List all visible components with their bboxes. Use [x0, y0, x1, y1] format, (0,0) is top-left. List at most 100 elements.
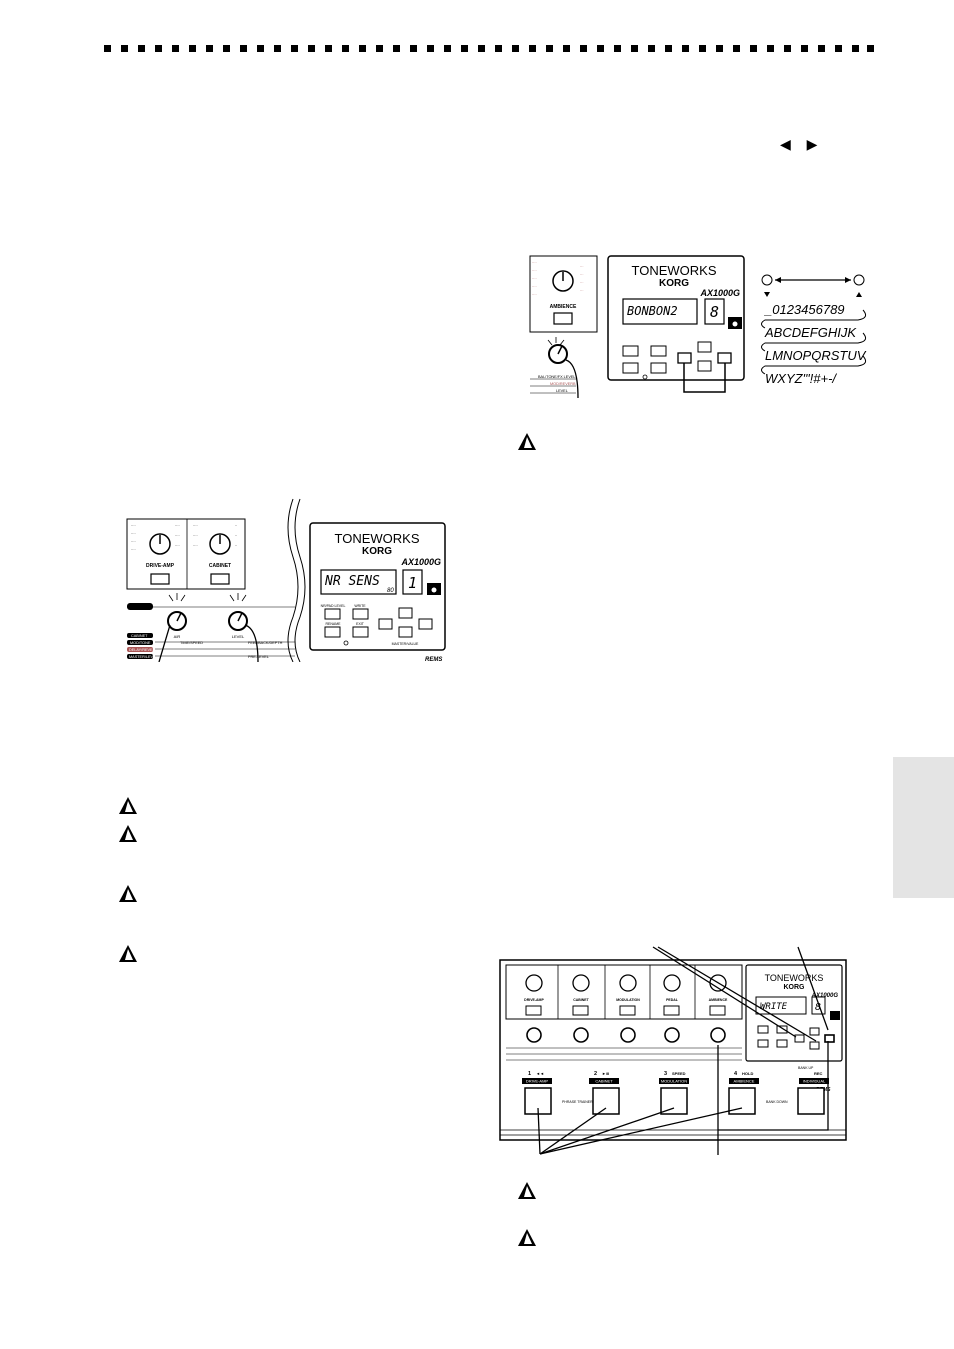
- cursor-right-button-2[interactable]: [717, 352, 732, 364]
- rename-button-3[interactable]: [757, 1039, 769, 1048]
- caution-icon: [518, 433, 536, 450]
- pedal-1-num: 1: [528, 1071, 531, 1077]
- cursor-left-button-2[interactable]: [677, 352, 692, 364]
- svg-text:··: ··: [235, 524, 237, 528]
- svg-text:··: ··: [235, 544, 237, 548]
- rename-button-2[interactable]: [622, 362, 639, 374]
- exit-button[interactable]: [352, 626, 369, 638]
- lcd-bank-digit: 1: [408, 574, 417, 592]
- exit-button-3[interactable]: [776, 1039, 788, 1048]
- svg-text:···: ···: [580, 265, 584, 269]
- cursor-right-button[interactable]: [418, 618, 433, 630]
- caution-icon: [119, 825, 137, 842]
- toneworks-logo-2: TONEWORKS: [632, 263, 717, 278]
- korg-logo-2: KORG: [659, 278, 689, 289]
- lcd-bank-digit-3: 8: [815, 1002, 821, 1013]
- svg-text:····: ····: [532, 285, 537, 289]
- lcd-value: 80: [387, 588, 394, 594]
- footswitch-5[interactable]: [797, 1087, 825, 1115]
- btn-label-rename: RENAME: [326, 622, 342, 626]
- ambience-button[interactable]: [553, 312, 573, 325]
- ambience-label: AMBIENCE: [550, 304, 577, 310]
- write-button[interactable]: [352, 608, 369, 620]
- caution-icon: [518, 1182, 536, 1199]
- char-row-2: ABCDEFGHIJK: [764, 325, 857, 340]
- knob-row-4[interactable]: [664, 1027, 680, 1043]
- svg-text:···: ···: [580, 273, 584, 277]
- knob-row-5[interactable]: [710, 1027, 726, 1043]
- drive-amp-select-knob-3[interactable]: [525, 974, 543, 992]
- row-label-master-level: MASTER/LEVEL: [129, 655, 158, 659]
- char-row-1: _0123456789: [763, 302, 845, 317]
- svg-text:····: ····: [131, 540, 136, 544]
- pedal-5-sym: REC: [814, 1071, 823, 1076]
- value-down-button-3[interactable]: [809, 1041, 820, 1050]
- lcd-write: WRITE: [760, 1002, 788, 1012]
- value-up-button[interactable]: [398, 607, 413, 619]
- drive-amp-button[interactable]: [150, 573, 170, 585]
- pedal-button-3[interactable]: [663, 1005, 680, 1016]
- top-label-pedal: PEDAL: [666, 998, 679, 1002]
- knob-row-1[interactable]: [526, 1027, 542, 1043]
- lcd-nr-sens: NR SENS: [324, 574, 380, 589]
- row-label-level: LEVEL: [556, 389, 568, 393]
- cursor-left-button-3[interactable]: [794, 1034, 805, 1043]
- footswitch-2[interactable]: [592, 1087, 620, 1115]
- korg-logo-3: KORG: [784, 984, 806, 991]
- pedal-4-num: 4: [734, 1071, 738, 1077]
- svg-text:····: ····: [532, 269, 537, 273]
- write-button-2[interactable]: [650, 345, 667, 357]
- row-label-mod-tone: MOD/TONE: [130, 641, 151, 645]
- svg-text:····: ····: [175, 524, 180, 528]
- rename-button[interactable]: [324, 626, 341, 638]
- svg-text:····: ····: [131, 532, 136, 536]
- ambience-button-3[interactable]: [709, 1005, 726, 1016]
- pedal-select-knob-3[interactable]: [663, 974, 681, 992]
- row-label-mod-reverb: MOD/REVERB: [550, 382, 576, 386]
- write-button-3[interactable]: [776, 1025, 788, 1034]
- cabinet-button-3[interactable]: [572, 1005, 589, 1016]
- svg-text:····: ····: [193, 524, 198, 528]
- pedal-3-sym: SPEED: [672, 1071, 686, 1076]
- value-up-button-3[interactable]: [809, 1027, 820, 1036]
- knob-row-2[interactable]: [573, 1027, 589, 1043]
- rems-logo: REMS: [425, 657, 442, 662]
- btn-label-write: WRITE: [354, 604, 366, 608]
- nr-level-button[interactable]: [324, 608, 341, 620]
- level-knob-label: LEVEL: [232, 634, 245, 639]
- modulation-select-knob-3[interactable]: [619, 974, 637, 992]
- top-label-modulation: MODULATION: [616, 998, 640, 1002]
- figure-write: DRIVE-AMP CABINET MODULATION PEDAL AMBIE…: [499, 946, 847, 1155]
- pedal-1-sym: ◄◄: [536, 1071, 544, 1076]
- svg-text:····: ····: [193, 534, 198, 538]
- pedal-4-sym: HOLD: [742, 1071, 753, 1076]
- svg-text:····: ····: [532, 261, 537, 265]
- footswitch-3[interactable]: [660, 1087, 688, 1115]
- btn-label-exit: EXIT: [356, 622, 365, 626]
- drive-amp-button-3[interactable]: [525, 1005, 542, 1016]
- header-dot-rule: [104, 45, 874, 52]
- cabinet-select-knob-3[interactable]: [572, 974, 590, 992]
- cabinet-button[interactable]: [210, 573, 230, 585]
- exit-button-2[interactable]: [650, 362, 667, 374]
- knob-row-3[interactable]: [620, 1027, 636, 1043]
- svg-text:···: ···: [580, 289, 584, 293]
- value-up-button-2[interactable]: [697, 341, 712, 353]
- bank-down-label: BANK DOWN: [766, 1100, 788, 1104]
- caution-icon: [119, 945, 137, 962]
- svg-text:····: ····: [532, 277, 537, 281]
- btn-label-master-value: MASTER/VALUE: [392, 642, 419, 646]
- nr-level-button-2[interactable]: [622, 345, 639, 357]
- nr-level-button-3[interactable]: [757, 1025, 769, 1034]
- cursor-right-button-3[interactable]: [824, 1034, 835, 1043]
- pedal-1-label: DRIVE-AMP: [526, 1079, 549, 1084]
- value-down-button[interactable]: [398, 626, 413, 638]
- value-down-button-2[interactable]: [697, 360, 712, 372]
- svg-text:····: ····: [193, 544, 198, 548]
- top-label-drive-amp: DRIVE-AMP: [524, 998, 544, 1002]
- modulation-button-3[interactable]: [619, 1005, 636, 1016]
- cursor-left-button[interactable]: [378, 618, 393, 630]
- top-label-ambience: AMBIENCE: [709, 998, 728, 1002]
- bank-up-label: BANK UP: [798, 1066, 814, 1070]
- model-name: AX1000G: [400, 557, 441, 567]
